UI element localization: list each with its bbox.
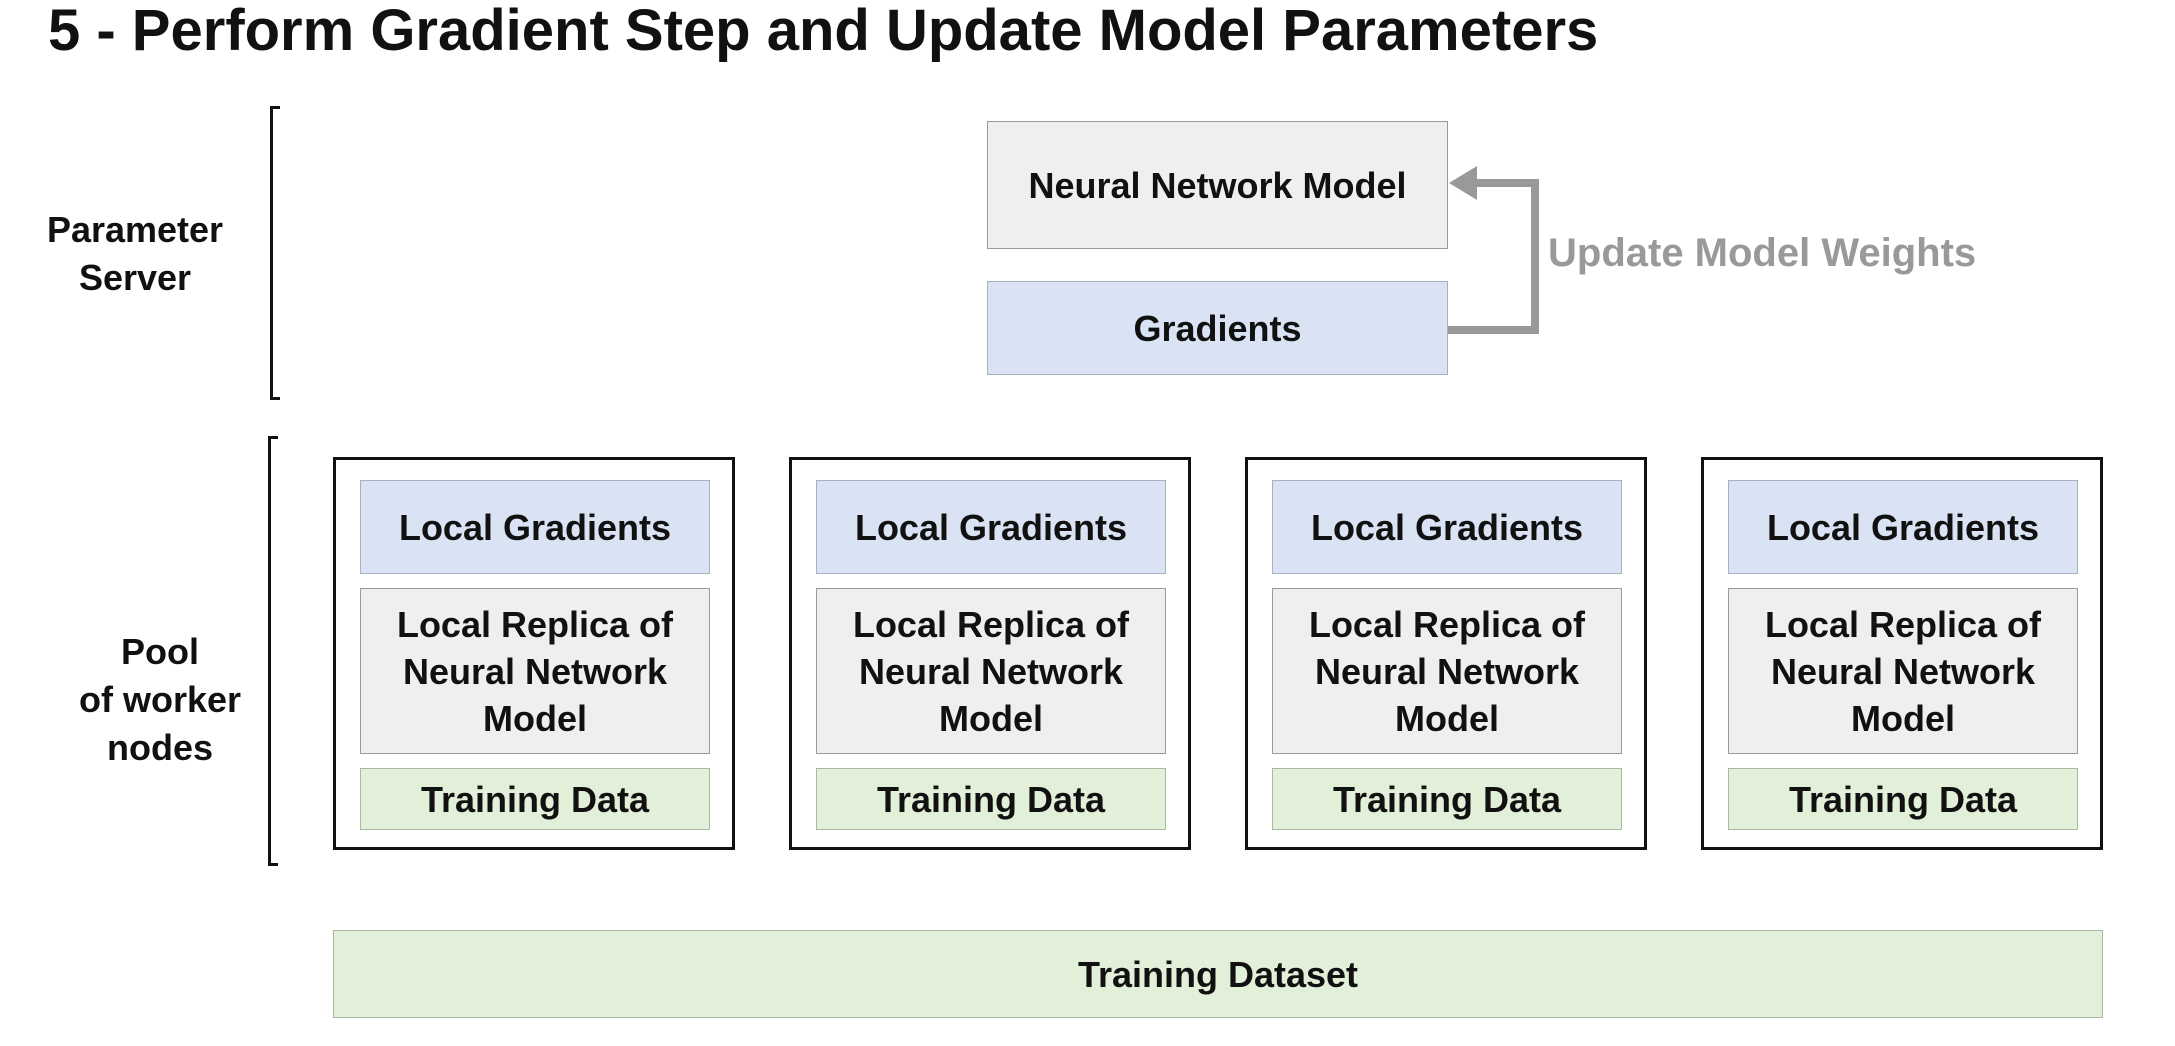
local-replica-line2: Neural Network xyxy=(1770,650,2036,692)
parameter-server-bracket xyxy=(270,106,280,400)
training-data-box: Training Data xyxy=(1728,768,2078,830)
local-replica-box: Local Replica of Neural Network Model xyxy=(360,588,710,754)
worker-node-3: Local Gradients Local Replica of Neural … xyxy=(1245,457,1647,850)
pool-label-line3: nodes xyxy=(106,727,213,768)
gradients-box: Gradients xyxy=(987,281,1448,375)
local-replica-line2: Neural Network xyxy=(402,650,668,692)
local-replica-line1: Local Replica of xyxy=(1308,603,1586,645)
local-gradients-box: Local Gradients xyxy=(1272,480,1622,574)
worker-node-1: Local Gradients Local Replica of Neural … xyxy=(333,457,735,850)
parameter-server-label-line1: Parameter xyxy=(46,209,224,250)
update-arrow-head xyxy=(1449,166,1477,200)
local-replica-line1: Local Replica of xyxy=(396,603,674,645)
pool-label-line1: Pool xyxy=(121,631,199,672)
gradients-label: Gradients xyxy=(1133,307,1302,349)
local-gradients-box: Local Gradients xyxy=(816,480,1166,574)
training-dataset-box: Training Dataset xyxy=(333,930,2103,1018)
local-gradients-label: Local Gradients xyxy=(1310,506,1584,548)
local-gradients-label: Local Gradients xyxy=(1766,506,2040,548)
neural-network-model-box: Neural Network Model xyxy=(987,121,1448,249)
training-data-label: Training Data xyxy=(876,778,1106,820)
training-data-label: Training Data xyxy=(1332,778,1562,820)
local-replica-line3: Model xyxy=(1394,697,1499,739)
training-data-box: Training Data xyxy=(360,768,710,830)
update-arrow-line xyxy=(1448,179,1539,334)
pool-label-line2: of worker xyxy=(78,679,242,720)
local-replica-line3: Model xyxy=(938,697,1043,739)
local-replica-line2: Neural Network xyxy=(1314,650,1580,692)
worker-node-4: Local Gradients Local Replica of Neural … xyxy=(1701,457,2103,850)
local-replica-line3: Model xyxy=(482,697,587,739)
local-replica-box: Local Replica of Neural Network Model xyxy=(1272,588,1622,754)
update-model-weights-label: Update Model Weights xyxy=(1548,231,1977,275)
local-replica-line3: Model xyxy=(1850,697,1955,739)
training-data-box: Training Data xyxy=(1272,768,1622,830)
training-dataset-label: Training Dataset xyxy=(1077,953,1359,995)
local-replica-line1: Local Replica of xyxy=(852,603,1130,645)
local-gradients-label: Local Gradients xyxy=(854,506,1128,548)
worker-node-2: Local Gradients Local Replica of Neural … xyxy=(789,457,1191,850)
local-replica-box: Local Replica of Neural Network Model xyxy=(816,588,1166,754)
training-data-box: Training Data xyxy=(816,768,1166,830)
training-data-label: Training Data xyxy=(1788,778,2018,820)
training-data-label: Training Data xyxy=(420,778,650,820)
neural-network-model-label: Neural Network Model xyxy=(1028,164,1407,206)
pool-bracket xyxy=(268,436,278,866)
local-replica-line2: Neural Network xyxy=(858,650,1124,692)
local-gradients-label: Local Gradients xyxy=(398,506,672,548)
parameter-server-label-line2: Server xyxy=(78,257,192,298)
local-gradients-box: Local Gradients xyxy=(360,480,710,574)
local-gradients-box: Local Gradients xyxy=(1728,480,2078,574)
local-replica-line1: Local Replica of xyxy=(1764,603,2042,645)
parameter-server-label: Parameter Server xyxy=(30,206,240,302)
page-title: 5 - Perform Gradient Step and Update Mod… xyxy=(48,0,1599,63)
pool-label: Pool of worker nodes xyxy=(60,628,260,772)
local-replica-box: Local Replica of Neural Network Model xyxy=(1728,588,2078,754)
